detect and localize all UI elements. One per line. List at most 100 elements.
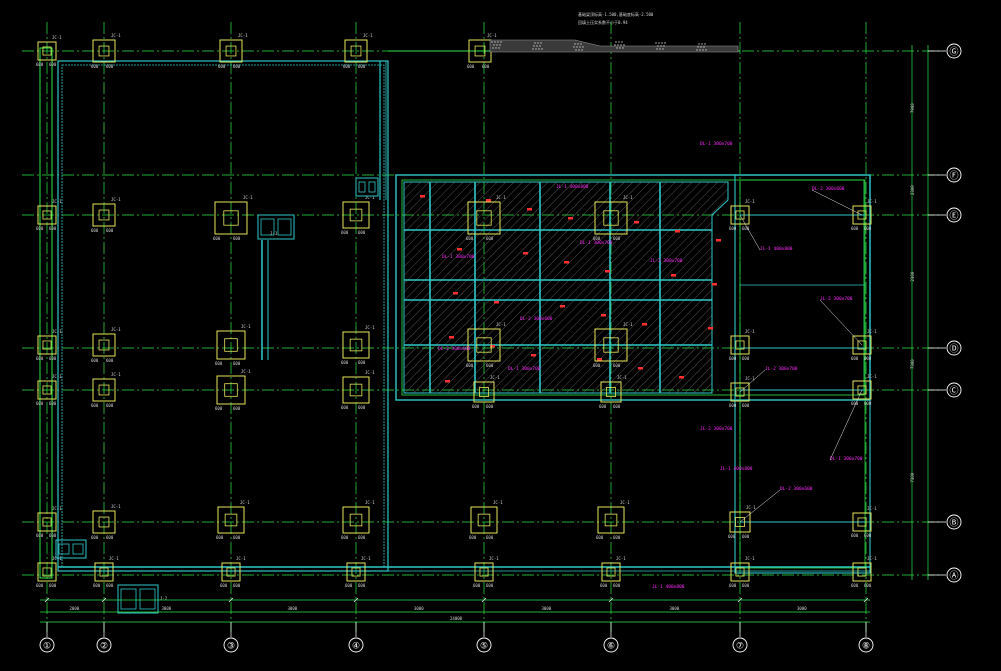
footing-dim: 600 bbox=[91, 228, 99, 233]
footing-dim: 600 bbox=[233, 535, 241, 540]
dim-tick bbox=[863, 597, 869, 603]
right-zone-inner bbox=[739, 179, 866, 569]
leader-3 bbox=[739, 489, 781, 523]
footing-label: JC-1 bbox=[52, 329, 62, 334]
footing-dim: 600 bbox=[49, 62, 57, 67]
footing-dim: 600 bbox=[466, 236, 474, 241]
footing-dim: 600 bbox=[358, 360, 366, 365]
footing-dim: 600 bbox=[218, 64, 226, 69]
dim-tick bbox=[101, 597, 107, 603]
rebar-mark bbox=[642, 323, 647, 326]
footing-dim: 600 bbox=[49, 533, 57, 538]
footing-dim: 600 bbox=[613, 583, 621, 588]
footing-label: JC-1 bbox=[361, 556, 371, 561]
footing-label: JC-1 bbox=[616, 556, 626, 561]
beam-annotation: JL-2 300x700 bbox=[700, 426, 733, 432]
beam-annotation: DL-1 300x700 bbox=[580, 240, 613, 246]
footing-dim: 600 bbox=[851, 401, 859, 406]
footing-label: JC-1 bbox=[623, 322, 633, 327]
dim-text: 3000 bbox=[670, 606, 680, 611]
footing-dim: 600 bbox=[233, 64, 241, 69]
footing-dim: 600 bbox=[729, 583, 737, 588]
footing-label: JC-1 bbox=[111, 372, 121, 377]
axis-label: Ⓐ bbox=[949, 571, 958, 582]
footing-label: JC-1 bbox=[241, 369, 251, 374]
footing-label: JC-1 bbox=[243, 195, 253, 200]
beam-annotation: JL-2 300x700 bbox=[765, 366, 798, 372]
wall-axis1-strip bbox=[39, 47, 53, 579]
footing-dim: 600 bbox=[358, 64, 366, 69]
dim-tick bbox=[353, 597, 359, 603]
footing-dim: 600 bbox=[466, 363, 474, 368]
footing-label: JC-1 bbox=[867, 374, 877, 379]
beam-annotation: JL-2 300x700 bbox=[820, 296, 853, 302]
axis-label: ③ bbox=[227, 642, 235, 652]
beam-annotation: DL-2 300x600 bbox=[520, 316, 553, 322]
axis-bubble-row-1: Ⓕ bbox=[928, 167, 962, 183]
footing-label: JC-1 bbox=[867, 556, 877, 561]
footing-dim: 600 bbox=[613, 404, 621, 409]
pit-label: J-2 bbox=[160, 596, 168, 601]
axis-label: ⑧ bbox=[862, 642, 870, 652]
footing-dim: 600 bbox=[851, 356, 859, 361]
footing-dim: 600 bbox=[486, 583, 494, 588]
axis-label: ⑤ bbox=[480, 642, 488, 652]
footing-dim: 600 bbox=[341, 230, 349, 235]
footing-dim: 600 bbox=[467, 64, 475, 69]
footing-dim: 600 bbox=[49, 226, 57, 231]
footing-label: JC-1 bbox=[623, 195, 633, 200]
footing-dim: 600 bbox=[599, 404, 607, 409]
beam-annotation: DL-1 300x700 bbox=[830, 456, 863, 462]
rebar-mark bbox=[638, 367, 643, 370]
rebar-mark bbox=[457, 248, 462, 251]
dim-text-right: 7300 bbox=[910, 359, 915, 369]
footing-dim: 600 bbox=[864, 583, 872, 588]
footing-dim: 600 bbox=[593, 363, 601, 368]
leader-4 bbox=[829, 389, 863, 461]
footing-dim: 600 bbox=[851, 226, 859, 231]
beam-annotation: JL-1 400x800 bbox=[556, 184, 589, 190]
footing-dim: 600 bbox=[106, 403, 114, 408]
footing-dim: 600 bbox=[469, 535, 477, 540]
footing-label: JC-1 bbox=[745, 556, 755, 561]
footing-dim: 600 bbox=[343, 64, 351, 69]
rebar-mark bbox=[490, 345, 495, 348]
footing-label: JC-1 bbox=[867, 506, 877, 511]
footing-dim: 600 bbox=[106, 64, 114, 69]
footing-dim: 600 bbox=[93, 583, 101, 588]
footing-dim: 600 bbox=[729, 356, 737, 361]
dim-text-right: 2300 bbox=[910, 271, 915, 281]
footing-dim: 600 bbox=[233, 361, 241, 366]
footing-dim: 600 bbox=[486, 363, 494, 368]
rebar-mark bbox=[716, 239, 721, 242]
equipment-pit-2 bbox=[355, 177, 379, 197]
footing-dim: 600 bbox=[233, 236, 241, 241]
top-note-1: 基础梁顶标高-1.500,基础底标高-2.500 bbox=[578, 11, 654, 17]
rebar-mark bbox=[531, 354, 536, 357]
footing-label: JC-1 bbox=[238, 33, 248, 38]
axis-label: Ⓒ bbox=[949, 386, 958, 397]
footing-label: JC-1 bbox=[365, 325, 375, 330]
footing-label: JC-1 bbox=[52, 35, 62, 40]
axis-label: ⑦ bbox=[736, 642, 744, 652]
axis-label: Ⓕ bbox=[949, 171, 958, 182]
footing-label: JC-1 bbox=[496, 322, 506, 327]
pit-inner bbox=[401, 179, 865, 396]
dim-tick bbox=[737, 597, 743, 603]
